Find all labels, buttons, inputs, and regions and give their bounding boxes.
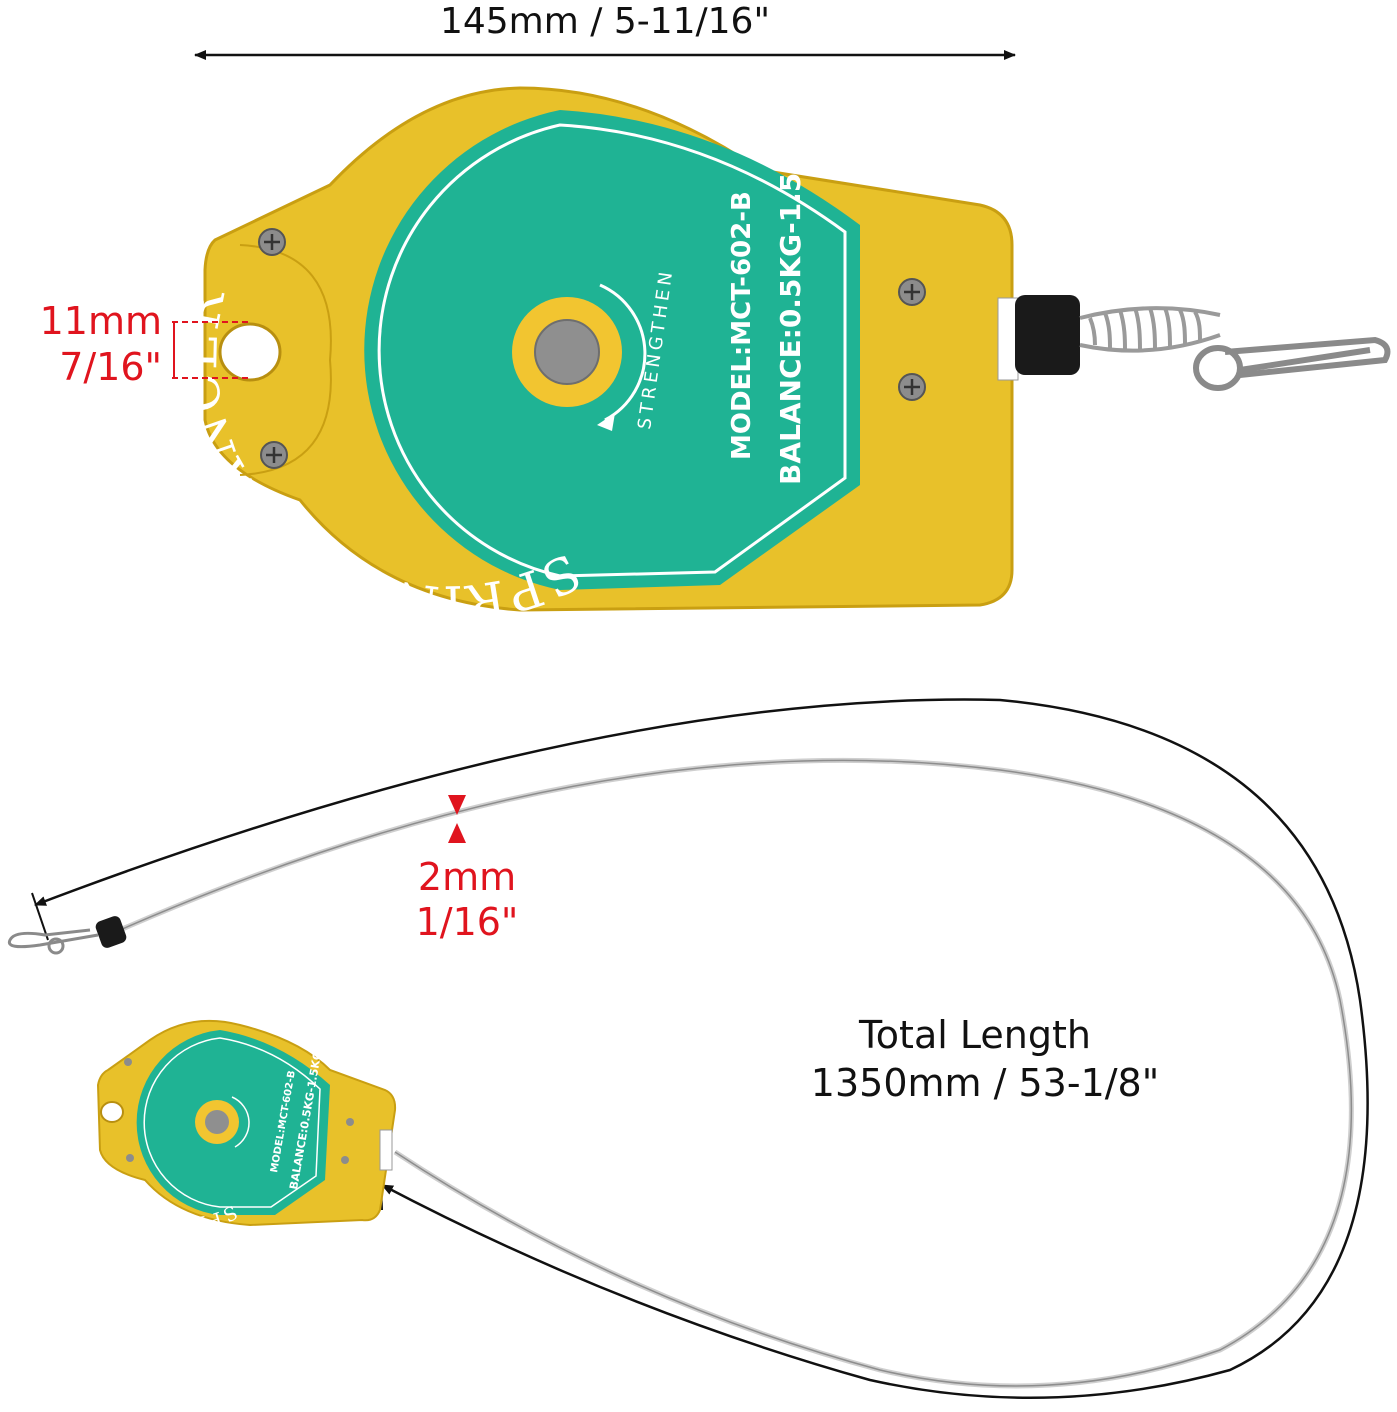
screw-icon [260, 441, 288, 469]
cable-in-label: 1/16" [416, 900, 519, 944]
housing-seam [239, 244, 332, 476]
total-length-value: 1350mm / 53-1/8" [811, 1061, 1159, 1105]
small-label-plate-border [143, 1037, 321, 1208]
small-center-axle [205, 1110, 229, 1134]
hole-in-label: 7/16" [59, 345, 162, 389]
label-plate-border [377, 123, 847, 578]
spring-balancer-small: SPRING BALANCER MODEL:MCT-602-B BALANCE:… [72, 1019, 397, 1235]
snap-hook [1193, 336, 1391, 391]
width-dimension: 145mm / 5-11/16" [194, 1, 1016, 60]
cable-diameter-dimension: 2mm 1/16" [416, 795, 519, 944]
small-screw-icon [126, 1154, 134, 1162]
cable-edge [119, 759, 1353, 1387]
small-screw-icon [124, 1058, 132, 1066]
spring-balancer-large: SPRING BALANCER STRENGTHEN MODEL:MCT-602… [170, 86, 1391, 633]
rotate-arrow-icon [599, 283, 647, 422]
rotate-arrowhead-icon [597, 413, 615, 431]
total-length-arrow [34, 698, 1369, 1400]
cable-end-stopper [95, 916, 127, 948]
diameter-arrow-bottom [448, 823, 466, 843]
small-hanging-hole [100, 1101, 124, 1123]
hole-mm-label: 11mm [40, 299, 162, 343]
steel-cable [118, 757, 1354, 1389]
center-axle [534, 319, 600, 385]
cable-end-hook [7, 928, 99, 955]
small-cable-outlet [379, 1129, 393, 1171]
balance-label: BALANCE:0.5KG-1.5KG [774, 128, 807, 485]
screw-icon [898, 373, 926, 401]
small-rotate-arrow-icon [231, 1096, 250, 1148]
screw-icon [258, 228, 286, 256]
hanging-hole [218, 322, 282, 382]
cable-mm-label: 2mm [418, 855, 516, 899]
diameter-arrow-top [448, 795, 466, 815]
screw-icon [898, 278, 926, 306]
width-label: 145mm / 5-11/16" [440, 1, 770, 42]
small-screw-icon [346, 1118, 354, 1126]
total-length-title: Total Length [858, 1013, 1091, 1057]
hole-dimension: 11mm 7/16" [40, 299, 250, 389]
total-length-tick-start [31, 892, 49, 941]
rubber-stopper [1015, 295, 1080, 375]
model-label: MODEL:MCT-602-B [727, 191, 757, 460]
small-screw-icon [341, 1156, 349, 1164]
coil-spring [1079, 306, 1221, 353]
